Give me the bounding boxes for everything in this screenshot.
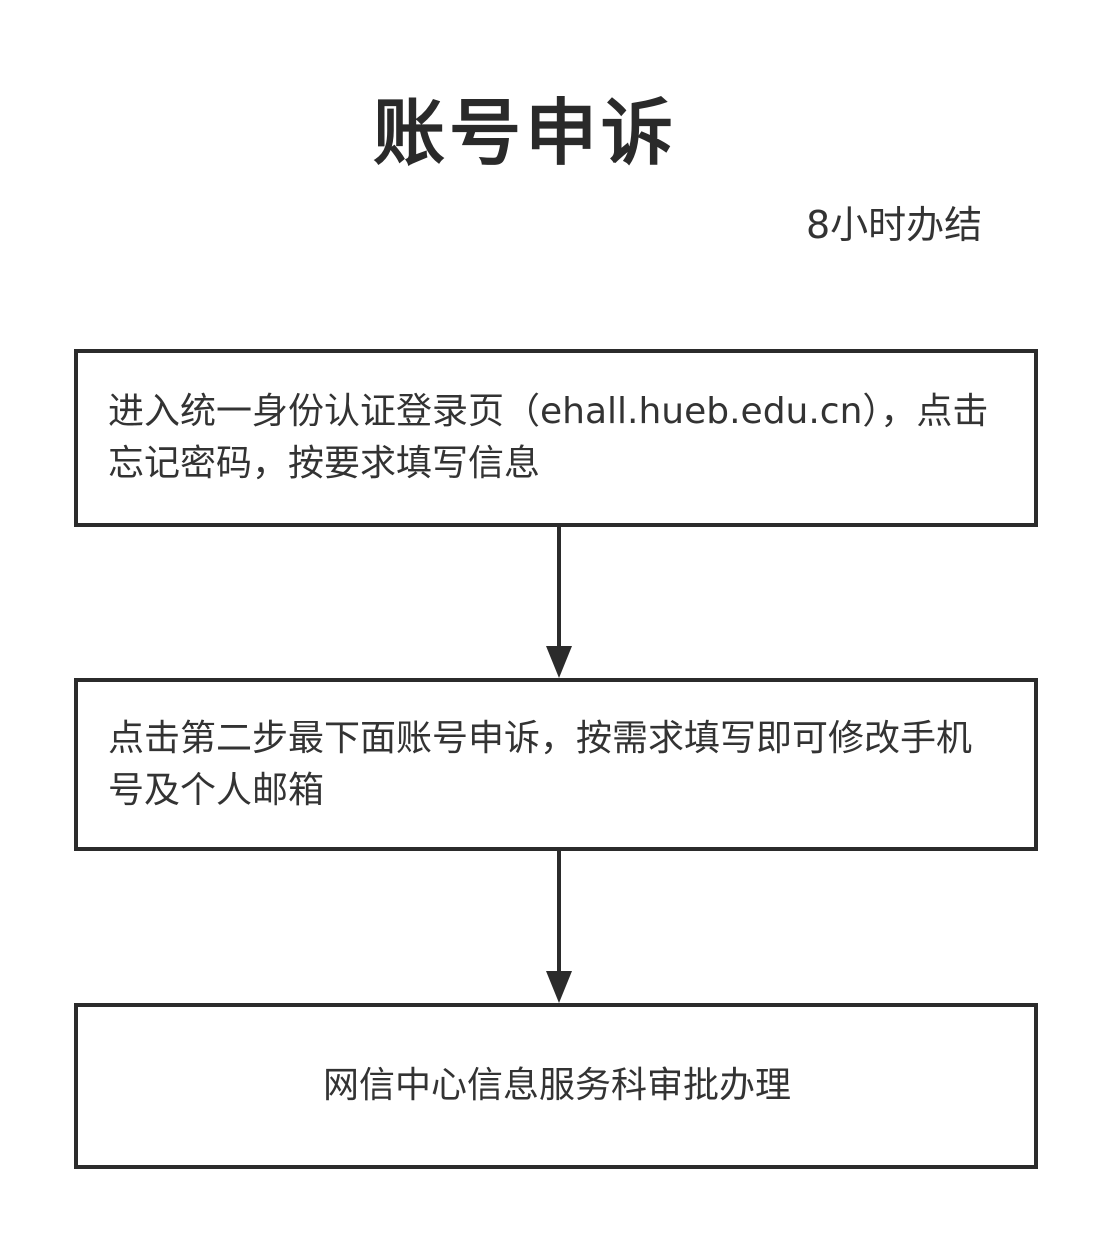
- diagram-title: 账号申诉: [372, 91, 677, 175]
- step-3-text: 网信中心信息服务科审批办理: [322, 1065, 791, 1106]
- step-2-text: 点击第二步最下面账号申诉，按需求填写即可修改手机号及个人邮箱: [108, 717, 973, 811]
- step-2-box: 点击第二步最下面账号申诉，按需求填写即可修改手机号及个人邮箱: [74, 678, 1038, 851]
- step-1-box: 进入统一身份认证登录页（ehall.hueb.edu.cn），点击忘记密码，按要…: [74, 349, 1038, 527]
- arrow-step1-to-step2: [546, 527, 572, 678]
- step-3-box: 网信中心信息服务科审批办理: [74, 1003, 1038, 1169]
- arrow-step2-to-step3: [546, 851, 572, 1003]
- step-1-text: 进入统一身份认证登录页（ehall.hueb.edu.cn），点击忘记密码，按要…: [108, 391, 989, 484]
- diagram-subtitle: 8小时办结: [806, 203, 983, 247]
